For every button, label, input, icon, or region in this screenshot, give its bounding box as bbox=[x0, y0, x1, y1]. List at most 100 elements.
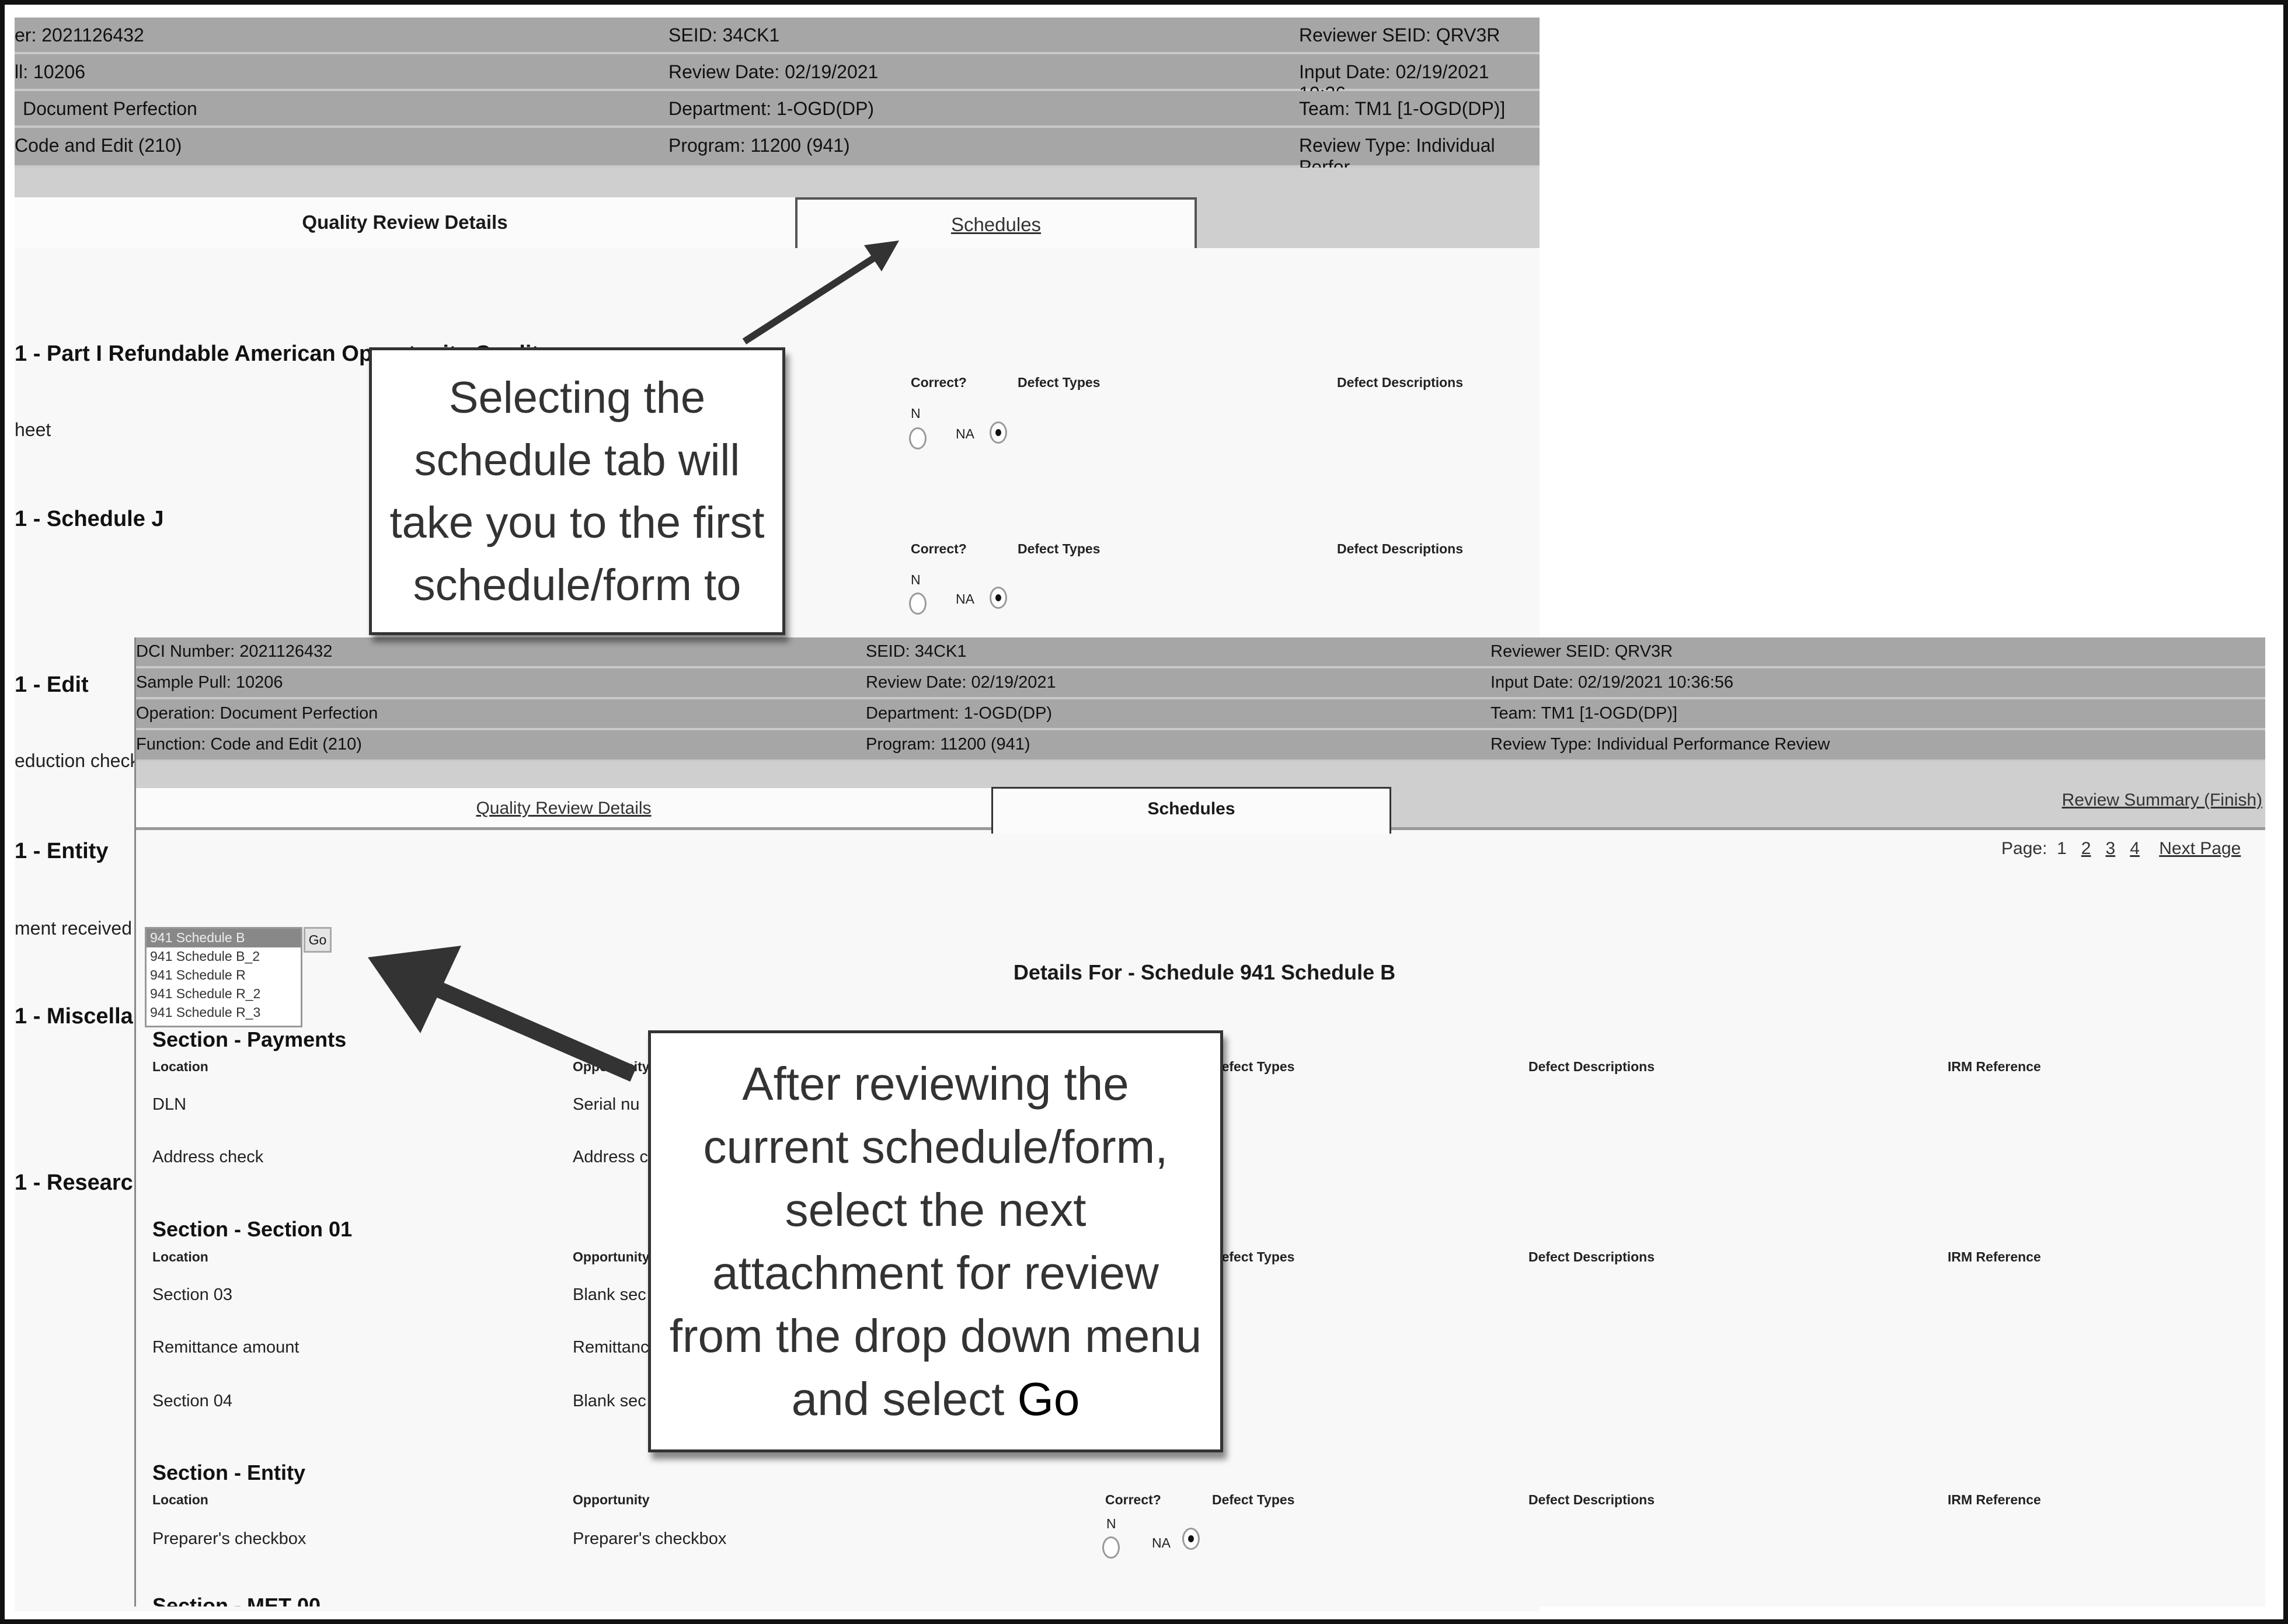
page-2-link[interactable]: 2 bbox=[2081, 839, 2091, 858]
na-label: NA bbox=[1152, 1535, 1171, 1550]
tab-label: Schedules bbox=[1147, 799, 1235, 818]
radio-n[interactable] bbox=[1102, 1536, 1120, 1559]
location-text: ment received bbox=[15, 918, 132, 939]
location-text: eduction checkb bbox=[15, 750, 150, 771]
department: Department: 1-OGD(DP) bbox=[866, 704, 1053, 723]
section-heading: Section - Section 01 bbox=[152, 1217, 353, 1241]
opportunity-cell: Serial nu bbox=[573, 1095, 640, 1114]
section-heading: 1 - Schedule J bbox=[15, 507, 164, 531]
location-cell: Preparer's checkbox bbox=[152, 1529, 307, 1548]
callout-dropdown-go: After reviewing the current schedule/for… bbox=[648, 1030, 1223, 1452]
location-header: Location bbox=[152, 1059, 208, 1074]
location-cell: DLN bbox=[152, 1095, 187, 1114]
callout-text-body: After reviewing the current schedule/for… bbox=[669, 1057, 1202, 1425]
section-heading: Section - Entity bbox=[152, 1461, 306, 1484]
next-page-link[interactable]: Next Page bbox=[2159, 839, 2241, 858]
defect-descriptions-header: Defect Descriptions bbox=[1528, 1059, 1655, 1074]
irm-reference-header: IRM Reference bbox=[1948, 1492, 2041, 1507]
pagination: Page: 1 2 3 4 Next Page bbox=[2001, 839, 2241, 859]
callout-schedule-tab: Selecting the schedule tab will take you… bbox=[369, 347, 785, 635]
go-button[interactable]: Go bbox=[304, 927, 332, 953]
page-label: Page: bbox=[2001, 839, 2047, 858]
program: Program: 11200 (941) bbox=[668, 135, 850, 156]
page-4-link[interactable]: 4 bbox=[2130, 839, 2140, 858]
schedule-option[interactable]: 941 Schedule R bbox=[150, 967, 246, 982]
defect-types-header: Defect Types bbox=[1212, 1492, 1295, 1507]
location-text: heet bbox=[15, 419, 51, 440]
correct-header: Correct? bbox=[911, 541, 967, 556]
opportunity-cell: Remittanc bbox=[573, 1338, 649, 1357]
operation: Document Perfection bbox=[23, 98, 197, 119]
n-label: N bbox=[911, 406, 921, 421]
input-date: Input Date: 02/19/2021 10:36:56 bbox=[1490, 673, 1734, 692]
schedule-option[interactable]: 941 Schedule B bbox=[147, 929, 301, 947]
na-label: NA bbox=[956, 591, 974, 607]
location-header: Location bbox=[152, 1492, 208, 1507]
seid: SEID: 34CK1 bbox=[866, 642, 967, 661]
defect-descriptions-header: Defect Descriptions bbox=[1528, 1492, 1655, 1507]
review-date: Review Date: 02/19/2021 bbox=[668, 61, 879, 82]
opportunity-cell: Address c bbox=[573, 1148, 648, 1166]
section-heading: Section - Payments bbox=[152, 1027, 347, 1051]
defect-descriptions-header: Defect Descriptions bbox=[1337, 375, 1464, 390]
section-heading: 1 - Edit bbox=[15, 672, 89, 697]
review-type: Review Type: Individual Performance Revi… bbox=[1490, 735, 1830, 754]
operation: Operation: Document Perfection bbox=[136, 704, 378, 723]
section-heading: 1 - Research bbox=[15, 1170, 147, 1195]
schedule-option[interactable]: 941 Schedule R_2 bbox=[150, 986, 261, 1001]
sample-pull: Sample Pull: 10206 bbox=[136, 673, 283, 692]
team: Team: TM1 [1-OGD(DP)] bbox=[1299, 98, 1506, 119]
header-row: er: 2021126432 SEID: 34CK1 Reviewer SEID… bbox=[15, 18, 1540, 54]
radio-na[interactable] bbox=[1182, 1528, 1200, 1550]
header-row: Code and Edit (210) Program: 11200 (941)… bbox=[15, 128, 1540, 177]
header-row: ll: 10206 Review Date: 02/19/2021 Input … bbox=[15, 54, 1540, 104]
correct-header: Correct? bbox=[1105, 1492, 1161, 1507]
header-row: Sample Pull: 10206 Review Date: 02/19/20… bbox=[136, 668, 2265, 699]
reviewer-seid: Reviewer SEID: QRV3R bbox=[1299, 25, 1500, 46]
na-label: NA bbox=[956, 426, 974, 441]
tab-quality-review-details[interactable]: Quality Review Details bbox=[15, 197, 795, 248]
tab-label: Quality Review Details bbox=[476, 799, 652, 818]
tab-schedules[interactable]: Schedules bbox=[991, 787, 1391, 834]
correct-header: Correct? bbox=[911, 375, 967, 390]
header-row: Operation: Document Perfection Departmen… bbox=[136, 699, 2265, 730]
opportunity-cell: Blank sec bbox=[573, 1285, 646, 1304]
function: Function: Code and Edit (210) bbox=[136, 735, 362, 754]
callout-text: Selecting the schedule tab will take you… bbox=[389, 372, 765, 610]
section-heading: 1 - Entity bbox=[15, 839, 109, 863]
irm-reference-header: IRM Reference bbox=[1948, 1249, 2041, 1264]
section-heading: 1 - Miscellan bbox=[15, 1004, 147, 1029]
review-summary-link[interactable]: Review Summary (Finish) bbox=[2061, 790, 2262, 810]
n-label: N bbox=[911, 572, 921, 587]
page-3-link[interactable]: 3 bbox=[2105, 839, 2116, 858]
details-title: Details For - Schedule 941 Schedule B bbox=[1013, 960, 1396, 984]
radio-n[interactable] bbox=[909, 593, 927, 615]
opportunity-header: Opportunity bbox=[573, 1249, 650, 1264]
location-cell: Section 04 bbox=[152, 1392, 233, 1410]
dci-number: er: 2021126432 bbox=[15, 25, 144, 46]
arrow-to-schedules-tab bbox=[742, 241, 899, 345]
n-label: N bbox=[1106, 1516, 1116, 1531]
reviewer-seid: Reviewer SEID: QRV3R bbox=[1490, 642, 1673, 661]
header-row: DCI Number: 2021126432 SEID: 34CK1 Revie… bbox=[136, 637, 2265, 668]
radio-na[interactable] bbox=[990, 587, 1007, 609]
tab-schedules[interactable]: Schedules bbox=[795, 197, 1197, 248]
schedule-select[interactable]: 941 Schedule B 941 Schedule B_2 941 Sche… bbox=[145, 927, 302, 1027]
tab-quality-review-details[interactable]: Quality Review Details bbox=[136, 788, 991, 830]
sample-pull: ll: 10206 bbox=[15, 61, 85, 82]
location-cell: Section 03 bbox=[152, 1285, 233, 1304]
opportunity-cell: Preparer's checkbox bbox=[573, 1529, 727, 1548]
radio-n[interactable] bbox=[909, 427, 927, 449]
location-cell: Address check bbox=[152, 1148, 264, 1166]
header-row: Function: Code and Edit (210) Program: 1… bbox=[136, 730, 2265, 762]
page-1[interactable]: 1 bbox=[2057, 839, 2067, 858]
tab-label: Quality Review Details bbox=[302, 211, 508, 233]
location-cell: Remittance amount bbox=[152, 1338, 300, 1357]
seid: SEID: 34CK1 bbox=[668, 25, 780, 46]
radio-na[interactable] bbox=[990, 421, 1007, 444]
section-heading: Section - MET 00 bbox=[152, 1594, 321, 1606]
tab-label: Schedules bbox=[950, 214, 1042, 235]
schedule-option[interactable]: 941 Schedule R_3 bbox=[150, 1005, 261, 1020]
schedule-option[interactable]: 941 Schedule B_2 bbox=[150, 949, 260, 964]
